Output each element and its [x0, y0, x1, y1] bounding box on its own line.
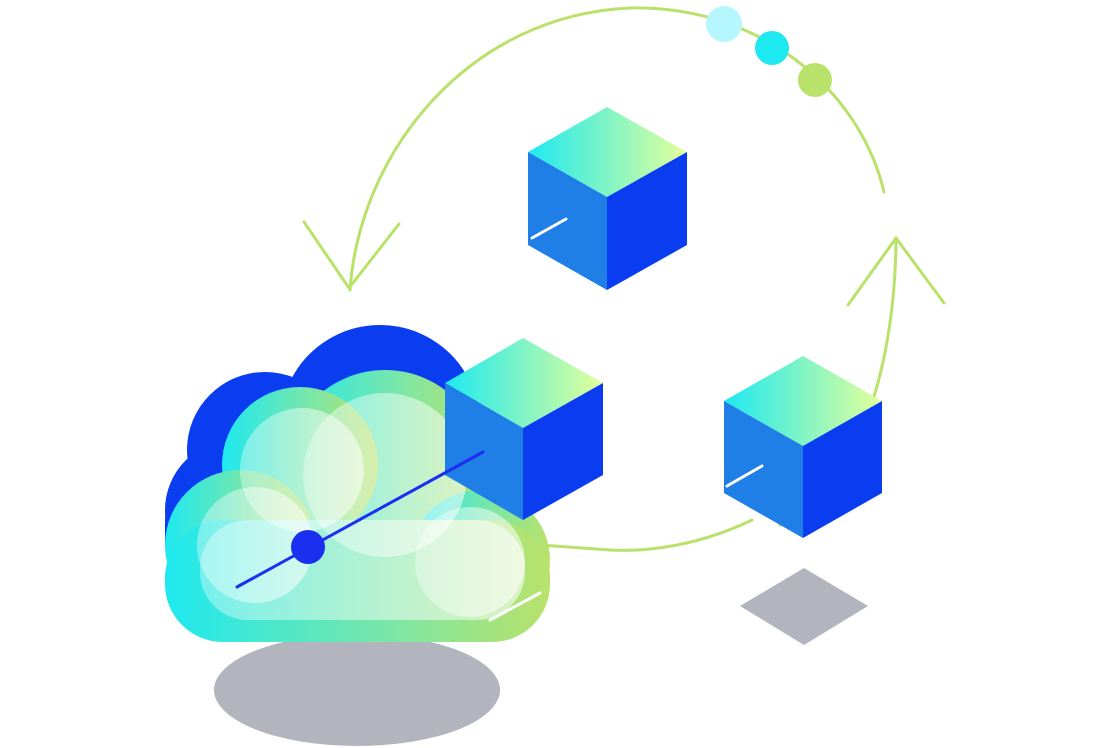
cube-top-right [607, 152, 687, 290]
cube-right-left [724, 401, 803, 538]
cube-mid-top [445, 338, 603, 428]
connection-line [235, 450, 485, 589]
cube-top-top [528, 107, 687, 197]
cloud-shadow [214, 634, 500, 746]
dot-cyan [755, 31, 789, 65]
dot-green [798, 63, 832, 97]
cube-icon [528, 107, 687, 290]
cube-icon [724, 356, 882, 538]
dot-light-cyan [706, 6, 742, 42]
cube-top-highlight [530, 217, 568, 240]
cube-mid-right [523, 383, 603, 520]
cycle-arc-bottom [538, 518, 754, 552]
cube-top-left [528, 152, 607, 290]
connection-node [291, 530, 325, 564]
cube-shadow [740, 568, 868, 645]
cycle-arc-top [348, 6, 886, 292]
cloud-icon [165, 325, 550, 642]
cube-right-highlight [725, 464, 764, 488]
cube-right-right [803, 401, 882, 538]
arrowhead-down-icon [302, 220, 401, 290]
cloud-inner [197, 393, 525, 620]
cloud-highlight [488, 591, 542, 622]
arrowhead-up-icon [846, 236, 946, 307]
progress-dots [706, 6, 832, 97]
